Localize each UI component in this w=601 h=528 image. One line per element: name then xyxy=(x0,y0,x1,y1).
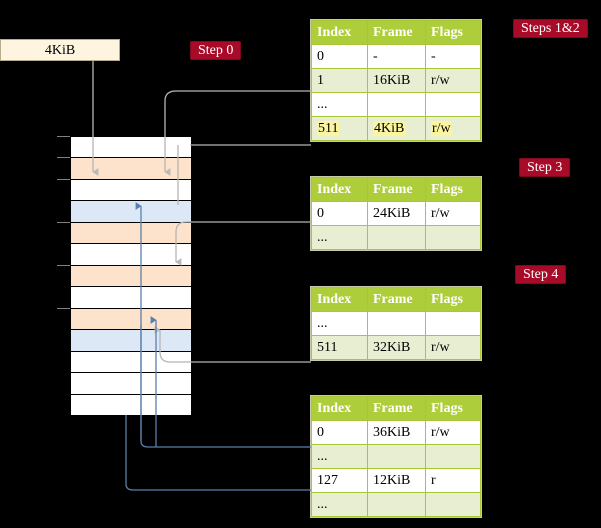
memory-frame-row xyxy=(71,286,191,308)
cell-index: ... xyxy=(311,225,368,250)
cell-frame: 32KiB xyxy=(367,335,426,360)
column-header-frame: Frame xyxy=(367,287,426,312)
cell-flags: r/w xyxy=(425,420,481,445)
memory-frame-row xyxy=(71,307,191,330)
cell-frame: 24KiB xyxy=(367,201,426,226)
highlighted-value: r/w xyxy=(431,121,452,136)
column-header-frame: Frame xyxy=(367,396,426,421)
cell-frame: - xyxy=(367,44,426,69)
cell-frame: 36KiB xyxy=(367,420,426,445)
table-row: ... xyxy=(311,444,481,469)
column-header-flags: Flags xyxy=(425,396,481,421)
table-row: ... xyxy=(311,311,481,336)
cell-index: 0 xyxy=(311,44,368,69)
cell-flags xyxy=(425,444,481,469)
badge-step-0: Step 0 xyxy=(190,41,242,60)
wire-memory-to-table4-row127 xyxy=(125,415,311,491)
cell-frame xyxy=(367,492,426,517)
highlighted-value: 511 xyxy=(317,121,340,136)
memory-row-tick xyxy=(57,157,70,159)
cell-frame: 4KiB xyxy=(367,116,426,141)
wire-table2-row0-to-memory xyxy=(175,221,311,266)
memory-frame-row xyxy=(71,200,191,222)
memory-row-tick xyxy=(57,264,70,266)
memory-frame-row xyxy=(71,264,191,287)
cell-flags: r/w xyxy=(425,116,481,141)
memory-row-tick xyxy=(57,136,70,137)
column-header-index: Index xyxy=(311,287,368,312)
memory-row-tick xyxy=(57,221,70,223)
memory-frame-row xyxy=(71,221,191,244)
cell-index: 511 xyxy=(311,116,368,141)
cell-frame xyxy=(367,92,426,117)
memory-row-tick xyxy=(57,307,70,309)
cell-flags xyxy=(425,492,481,517)
cell-index: ... xyxy=(311,92,368,117)
cell-index: 0 xyxy=(311,201,368,226)
memory-frame-row xyxy=(71,178,191,201)
virtual-address-label: 4KiB xyxy=(44,43,76,58)
cell-frame: 16KiB xyxy=(367,68,426,93)
physical-memory-column xyxy=(70,136,191,415)
wire-memory-to-table4-row127-ghost xyxy=(155,415,311,490)
cell-flags: r/w xyxy=(425,201,481,226)
cell-index: 1 xyxy=(311,68,368,93)
column-header-index: Index xyxy=(311,177,368,202)
cell-flags: r/w xyxy=(425,335,481,360)
cell-frame: 12KiB xyxy=(367,468,426,493)
table-row: ... xyxy=(311,492,481,517)
virtual-address-box: 4KiB xyxy=(0,39,120,61)
badge-step-4: Step 4 xyxy=(515,265,567,284)
table-row: 0-- xyxy=(311,44,481,69)
cell-frame xyxy=(367,444,426,469)
memory-frame-row xyxy=(71,243,191,265)
memory-frame-row xyxy=(71,393,191,415)
table-row: ... xyxy=(311,92,481,117)
memory-frame-row xyxy=(71,157,191,179)
memory-frame-row xyxy=(71,329,191,351)
table-row: 511 4KiB r/w xyxy=(311,116,481,141)
highlighted-value: 4KiB xyxy=(373,121,406,136)
cell-index: ... xyxy=(311,492,368,517)
column-header-frame: Frame xyxy=(367,20,426,45)
memory-frame-row xyxy=(71,372,191,394)
cell-flags: r/w xyxy=(425,68,481,93)
column-header-frame: Frame xyxy=(367,177,426,202)
cell-index: 0 xyxy=(311,420,368,445)
cell-flags xyxy=(425,311,481,336)
cell-frame xyxy=(367,311,426,336)
cell-flags xyxy=(425,92,481,117)
memory-frame-row xyxy=(71,350,191,373)
memory-frame-row xyxy=(71,136,191,158)
cell-flags: r xyxy=(425,468,481,493)
cell-frame xyxy=(367,225,426,250)
cell-index: ... xyxy=(311,311,368,336)
cell-index: ... xyxy=(311,444,368,469)
column-header-index: Index xyxy=(311,20,368,45)
badge-steps-1-2: Steps 1&2 xyxy=(513,19,588,38)
cell-index: 511 xyxy=(311,335,368,360)
memory-row-tick xyxy=(57,178,70,180)
cell-flags: - xyxy=(425,44,481,69)
cell-flags xyxy=(425,225,481,250)
table-row: ... xyxy=(311,225,481,250)
column-header-flags: Flags xyxy=(425,287,481,312)
column-header-flags: Flags xyxy=(425,20,481,45)
cell-index: 127 xyxy=(311,468,368,493)
column-header-flags: Flags xyxy=(425,177,481,202)
column-header-index: Index xyxy=(311,396,368,421)
badge-step-3: Step 3 xyxy=(519,158,571,177)
